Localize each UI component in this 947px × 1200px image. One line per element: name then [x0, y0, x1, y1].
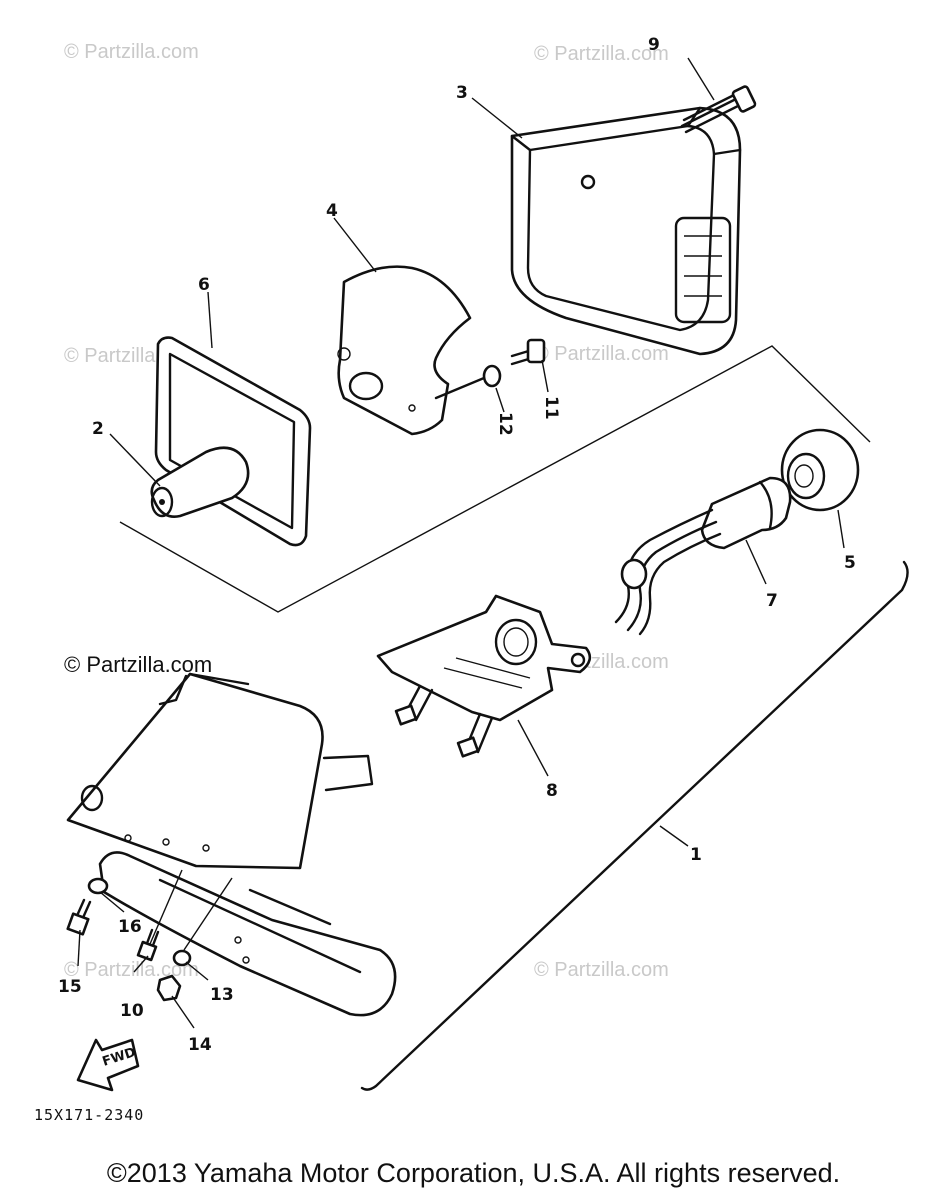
watermark-top-left: © Partzilla.com [64, 41, 199, 63]
taillight-bracket [66, 672, 397, 1017]
screw-leader [434, 376, 486, 400]
callout-3: 3 [456, 83, 468, 103]
bolt-15 [66, 898, 92, 936]
callout-13: 13 [210, 985, 234, 1005]
callout-12: 12 [495, 412, 515, 436]
lens-housing [510, 106, 742, 356]
bracket [376, 594, 592, 758]
washer-13 [172, 949, 192, 967]
watermark-dark: © Partzilla.com [64, 652, 212, 677]
callout-10: 10 [120, 1001, 144, 1021]
callout-2: 2 [92, 419, 104, 439]
callout-8: 8 [546, 781, 558, 801]
nut-14 [156, 974, 182, 1002]
callout-11: 11 [541, 396, 561, 420]
watermark-top-right: © Partzilla.com [534, 43, 669, 65]
callout-4: 4 [326, 201, 338, 221]
assembly-bracket-1 [360, 560, 909, 1091]
callout-9: 9 [648, 35, 660, 55]
callout-15: 15 [58, 977, 82, 997]
subassembly-outline [119, 345, 871, 613]
bolt-10 [136, 928, 160, 962]
watermark-bottom-right: © Partzilla.com [534, 959, 669, 981]
callout-7: 7 [766, 591, 778, 611]
reflector-plate [337, 265, 472, 436]
callout-6: 6 [198, 275, 210, 295]
lens-gasket [154, 336, 312, 547]
socket-cord [614, 476, 792, 636]
copyright-notice: ©2013 Yamaha Motor Corporation, U.S.A. A… [106, 1158, 841, 1188]
washer-16 [87, 877, 109, 895]
callout-5: 5 [844, 553, 856, 573]
leader-lines [77, 57, 845, 1029]
callout-1: 1 [690, 845, 702, 865]
watermark-bottom-left: © Partzilla.com [64, 959, 199, 981]
washer-12 [482, 364, 502, 388]
bulb [150, 446, 250, 518]
diagram-code: 15X171-2340 [34, 1106, 144, 1124]
screw-9 [680, 85, 757, 134]
watermark-mid-right: © Partzilla.com [534, 343, 669, 365]
socket-cap [780, 428, 860, 512]
callout-14: 14 [188, 1035, 212, 1055]
fwd-arrow-icon: FWD [76, 1038, 140, 1092]
callout-16: 16 [118, 917, 142, 937]
screw-11 [510, 338, 546, 366]
